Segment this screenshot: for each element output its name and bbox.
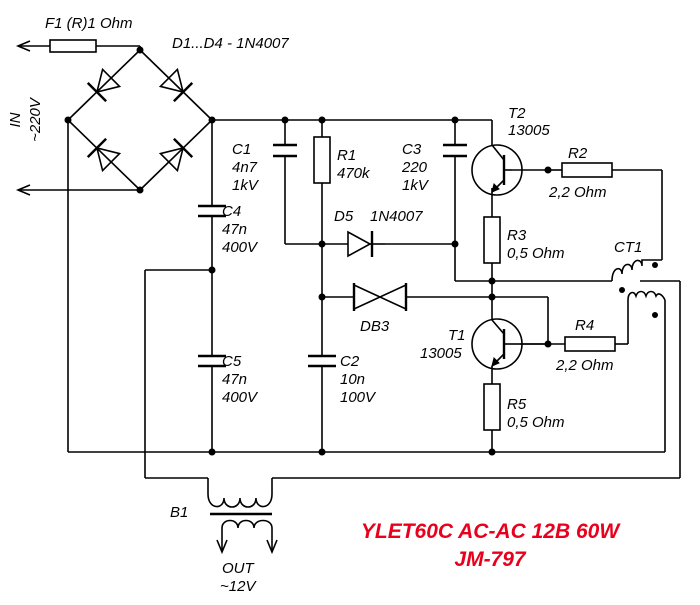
- fuse-f1: [49, 39, 97, 53]
- t1-part: 13005: [420, 345, 462, 362]
- diode-d4: [158, 137, 194, 173]
- bridge-label: D1...D4 - 1N4007: [172, 35, 289, 52]
- c4-name: C4: [222, 203, 241, 220]
- c2-value: 10n: [340, 371, 365, 388]
- capacitor-c3: [443, 143, 467, 158]
- transformer-ct1: [611, 259, 666, 318]
- c2-name: C2: [340, 353, 360, 370]
- d5-name: D5: [334, 208, 354, 225]
- c2-voltage: 100V: [340, 389, 377, 406]
- capacitor-c1: [273, 143, 297, 158]
- capacitor-c5: [198, 354, 226, 368]
- t2-part: 13005: [508, 122, 550, 139]
- c5-voltage: 400V: [222, 389, 259, 406]
- r5-name: R5: [507, 396, 527, 413]
- diode-d1: [86, 67, 122, 103]
- resistor-r4: [564, 336, 616, 352]
- resistor-r2: [561, 162, 613, 178]
- diode-d2: [158, 67, 194, 103]
- d5-part: 1N4007: [370, 208, 423, 225]
- c5-value: 47n: [222, 371, 247, 388]
- ct1-label: CT1: [614, 239, 642, 256]
- r4-name: R4: [575, 317, 594, 334]
- fuse-label: F1 (R)1 Ohm: [45, 15, 133, 32]
- transistor-t2: [471, 140, 523, 196]
- diode-d3: [86, 137, 122, 173]
- schematic-model: JM-797: [454, 548, 527, 571]
- c1-voltage: 1kV: [232, 177, 260, 194]
- c4-value: 47n: [222, 221, 247, 238]
- c3-value: 220: [401, 159, 428, 176]
- r3-value: 0,5 Ohm: [507, 245, 565, 262]
- schematic-title: YLET60C AC-AC 12B 60W: [361, 520, 621, 543]
- r2-name: R2: [568, 145, 588, 162]
- c1-name: C1: [232, 141, 251, 158]
- diac-db3: [352, 283, 408, 311]
- transistor-t1: [471, 318, 523, 370]
- resistor-r1: [313, 136, 331, 184]
- c5-name: C5: [222, 353, 242, 370]
- c4-voltage: 400V: [222, 239, 259, 256]
- input-voltage-label: ~220V: [27, 96, 44, 142]
- transformer-b1: [207, 493, 273, 529]
- db3-label: DB3: [360, 318, 390, 335]
- r3-name: R3: [507, 227, 527, 244]
- resistor-r5: [483, 383, 501, 431]
- diode-d5: [347, 230, 385, 258]
- t2-name: T2: [508, 105, 526, 122]
- resistor-r3: [483, 216, 501, 264]
- r1-value: 470k: [337, 165, 371, 182]
- c3-name: C3: [402, 141, 422, 158]
- r5-value: 0,5 Ohm: [507, 414, 565, 431]
- b1-label: B1: [170, 504, 188, 521]
- t1-name: T1: [448, 327, 466, 344]
- bridge-rectifier: [86, 67, 194, 173]
- output-voltage-label: ~12V: [220, 578, 257, 595]
- wires: [15, 40, 681, 555]
- input-label: IN: [7, 112, 24, 127]
- c3-voltage: 1kV: [402, 177, 430, 194]
- component-labels: F1 (R)1 Ohm D1...D4 - 1N4007 IN ~220V C1…: [7, 15, 642, 595]
- output-label: OUT: [222, 560, 256, 577]
- r2-value: 2,2 Ohm: [548, 184, 607, 201]
- c1-value: 4n7: [232, 159, 258, 176]
- junction-dots: [64, 46, 552, 456]
- capacitor-c4: [198, 204, 226, 218]
- r4-value: 2,2 Ohm: [555, 357, 614, 374]
- capacitor-c2: [308, 354, 336, 368]
- r1-name: R1: [337, 147, 356, 164]
